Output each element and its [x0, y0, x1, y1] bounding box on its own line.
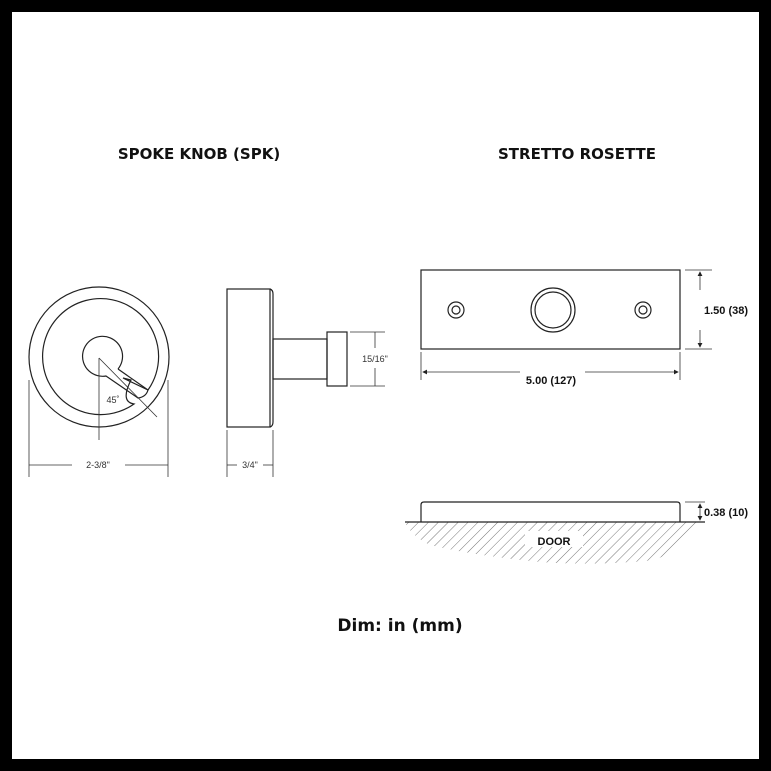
diameter-dimension: 2-3/8"	[86, 460, 110, 470]
rosette-height-dimension: 1.50 (38)	[704, 305, 748, 317]
knob-side-view: 15/16" 3/4"	[226, 288, 388, 477]
rosette-width-dimension: 5.00 (127)	[526, 375, 576, 387]
depth-dimension: 3/4"	[242, 460, 258, 470]
rosette-side-view: DOOR 0.38 (10)	[405, 501, 748, 564]
shaft-dimension: 15/16"	[362, 354, 388, 364]
drawing-canvas	[12, 12, 759, 759]
door-label: DOOR	[538, 536, 571, 548]
units-note: Dim: in (mm)	[337, 616, 462, 636]
rosette-front-view: 1.50 (38) 5.00 (127)	[420, 269, 748, 387]
stretto-rosette-title: STRETTO ROSETTE	[498, 145, 656, 163]
knob-front-view: 45˚ 2-3/8"	[28, 286, 170, 477]
spoke-knob-title: SPOKE KNOB (SPK)	[118, 145, 280, 163]
rosette-thickness-dimension: 0.38 (10)	[704, 507, 748, 519]
angle-label: 45˚	[106, 395, 119, 405]
